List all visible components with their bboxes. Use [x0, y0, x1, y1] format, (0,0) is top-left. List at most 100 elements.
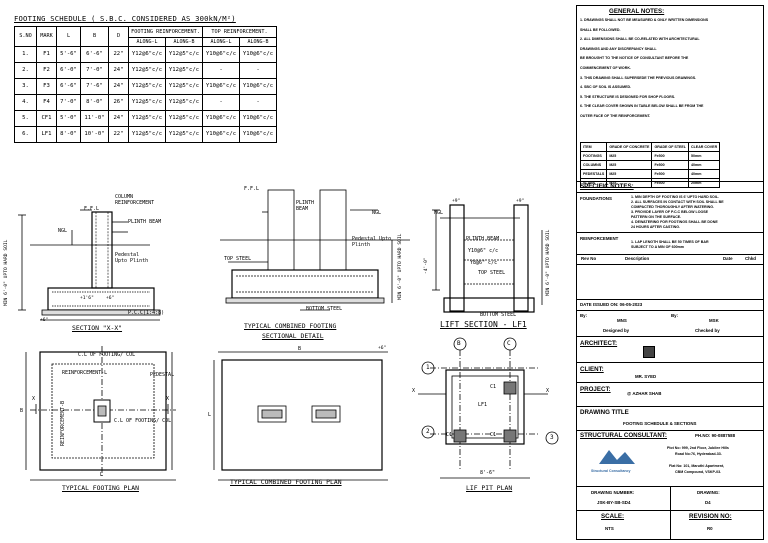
schedule-cell: 8'-0" [56, 126, 81, 143]
lplan-x-right: X [546, 388, 550, 394]
combined-bottom-steel: BOTTOM STEEL [306, 306, 343, 312]
lift-level1: +9" [452, 199, 461, 204]
divider [577, 181, 763, 182]
lplan-grid-c: C [507, 340, 511, 347]
combined-ffl: F.F.L [244, 186, 260, 192]
schedule-cell: Y10@6"c/c [239, 126, 277, 143]
plan-pedestal: PEDESTAL [150, 372, 175, 378]
consultant-addr4: CBM Compound, VSKP-03. [675, 470, 722, 474]
combined-plan-title: TYPICAL COMBINED FOOTING PLAN [230, 478, 342, 486]
drawings-canvas [18, 189, 559, 481]
plan-reinf-b: REINFORCEMENT-B [60, 400, 66, 446]
designed-by: Designed by [603, 328, 630, 333]
combined-top-steel: TOP STEEL [224, 256, 252, 262]
note-line: COMMENCEMENT OF WORK. [580, 66, 631, 70]
rev-head-desc: Description [625, 256, 650, 261]
schedule-title: FOOTING SCHEDULE ( S.B.C. CONSIDERED AS … [14, 14, 236, 23]
rev-head-chkd: Chkd [745, 256, 756, 261]
lplan-lf1: LF1 [478, 402, 488, 408]
lift-min-depth: MIN 6'-0" UPTO HARD SOIL [546, 229, 551, 296]
section-dim-a: +1'6" [80, 296, 94, 301]
consultant-addr1: Plot No: 999, 2nd Floor, Jubilee Hills [667, 446, 729, 450]
architect-logo [643, 346, 655, 358]
chkd-label: By: [671, 313, 679, 318]
footing-schedule-table: S.NO MARK L B D FOOTING REINFORCEMENT. T… [14, 26, 277, 143]
drawing-no-label: DRAWING: [697, 490, 720, 495]
note-line: DRAWINGS AND ANY DISCREPANCY SHALL [580, 46, 657, 51]
note-line: SUBJECT TO A MIN OF 600mm [631, 245, 684, 249]
rev-head-no: Rev No [581, 256, 597, 261]
lplan-grid-1: 1 [426, 364, 430, 371]
grade-cell: SLABS [579, 178, 608, 188]
combined-section-title2: SECTIONAL DETAIL [262, 332, 324, 340]
lift-bar2: Y8@6" c/c [470, 260, 498, 266]
section-plinth-beam: PLINTH BEAM [128, 219, 162, 225]
drawing-title-label: DRAWING TITLE [580, 409, 629, 416]
section-pcc: P.C.C(1:4:8) [128, 310, 165, 316]
grade-cell: 40mm [688, 169, 721, 179]
lplan-c1-c: C1 [490, 432, 497, 438]
section-xx-drawing [18, 209, 161, 321]
note-line: 3. THIS DRAWING SHALL SUPERSEDE THE PREV… [580, 75, 697, 80]
note-line: 6. THE CLEAR COVER SHOWN IN TABLE BELOW … [580, 104, 704, 109]
drawing-title-value: FOOTING SCHEDULE & SECTIONS [623, 421, 697, 426]
section-ngl: NGL [58, 228, 68, 234]
grade-head-steel: GRADE OF STEEL [651, 142, 690, 152]
note-line: 1. MIN DEPTH OF FOOTING IS 6' UPTO HARD … [631, 195, 720, 199]
typical-plan-drawing [25, 346, 176, 481]
consultant-addr2: Road No:76, Hyderabad-33. [675, 452, 722, 456]
note-line: 1. LAP LENGTH SHALL BE 50 TIMES OF BAR [631, 240, 709, 244]
note-line: OUTER FACE OF THE REINFORCEMENT. [580, 114, 651, 118]
date-issued: DATE ISSUED ON: 06-05-2023 [580, 302, 643, 307]
project-value: @ AZHAR SHAB [627, 391, 662, 396]
combined-plan-drawing [213, 351, 388, 481]
note-line: BE BROUGHT TO THE NOTICE OF CONSULTANT B… [580, 56, 689, 61]
grade-head-concrete: GRADE OF CONCRETE [606, 142, 653, 152]
typical-plan-title: TYPICAL FOOTING PLAN [62, 484, 139, 492]
chkd-value: MSK [709, 318, 719, 323]
section-xx-title: SECTION "X-X" [72, 324, 123, 332]
grade-head-item: ITEM [579, 142, 608, 152]
plan-x-left: X [32, 396, 36, 402]
note-line: 5. THE STRUCTURE IS DESIGNED FOR SHOP FL… [580, 94, 676, 99]
cplan-b: B [298, 346, 302, 352]
client-value: MR. SYED [635, 374, 657, 379]
note-line: SHALL BE FOLLOWED. [580, 27, 621, 32]
section-dim-b: +6" [106, 296, 115, 301]
lplan-dim: 8'-6" [480, 470, 496, 476]
grade-cell: PEDESTALS [579, 169, 608, 179]
combined-pedestal: Pedestal Upto Plinth [352, 236, 392, 248]
checked-by: Checked by [695, 328, 720, 333]
grade-cell: 50mm [688, 151, 721, 161]
lift-section-drawing [432, 204, 543, 313]
consultant-logo-text: Structural Consultancy [591, 469, 631, 473]
section-column-reinf: COLUMN REINFORCEMENT [115, 194, 155, 206]
project-label: PROJECT: [580, 386, 611, 393]
general-notes-title: GENERAL NOTES: [609, 8, 665, 15]
scale-label: SCALE: [601, 513, 625, 520]
section-min-depth: MIN 6'-0" UPTO HARD SOIL [4, 239, 9, 306]
by-value: MNS [617, 318, 627, 323]
lplan-c1-b: C1 [446, 432, 453, 438]
note-line: 3. PROVIDE LAYER OF P.C.C BELOW LOOSE [631, 210, 709, 214]
combined-min-depth: MIN 6'-0" UPTO HARD SOIL [398, 233, 403, 300]
note-line: 1. DRAWINGS SHALL NOT BE MEASURED & ONLY… [580, 18, 709, 22]
consultant-ph: PH.NO: 90-0887588 [695, 433, 736, 438]
note-line: PATTERN ON THE SURFACE. [631, 215, 682, 219]
note-line: 2. ALL DIMENSIONS SHALL BE CO-RELATED WI… [580, 37, 700, 42]
cplan-l: L [208, 412, 212, 418]
grid-bubbles [421, 337, 559, 445]
plan-col-label2: C.L OF FOOTING/ COL [114, 418, 172, 424]
specific-notes-title: SPECIFIC NOTES: [580, 183, 634, 190]
grade-cell: 20mm [688, 178, 721, 188]
client-label: CLIENT: [580, 366, 604, 373]
drawing-number-label: DRAWING NUMBER: [591, 490, 635, 495]
section-pedestal: Pedestal Upto Plinth [115, 252, 149, 264]
revision-value: R0 [707, 526, 713, 531]
cplan-dim: +6" [378, 346, 387, 351]
